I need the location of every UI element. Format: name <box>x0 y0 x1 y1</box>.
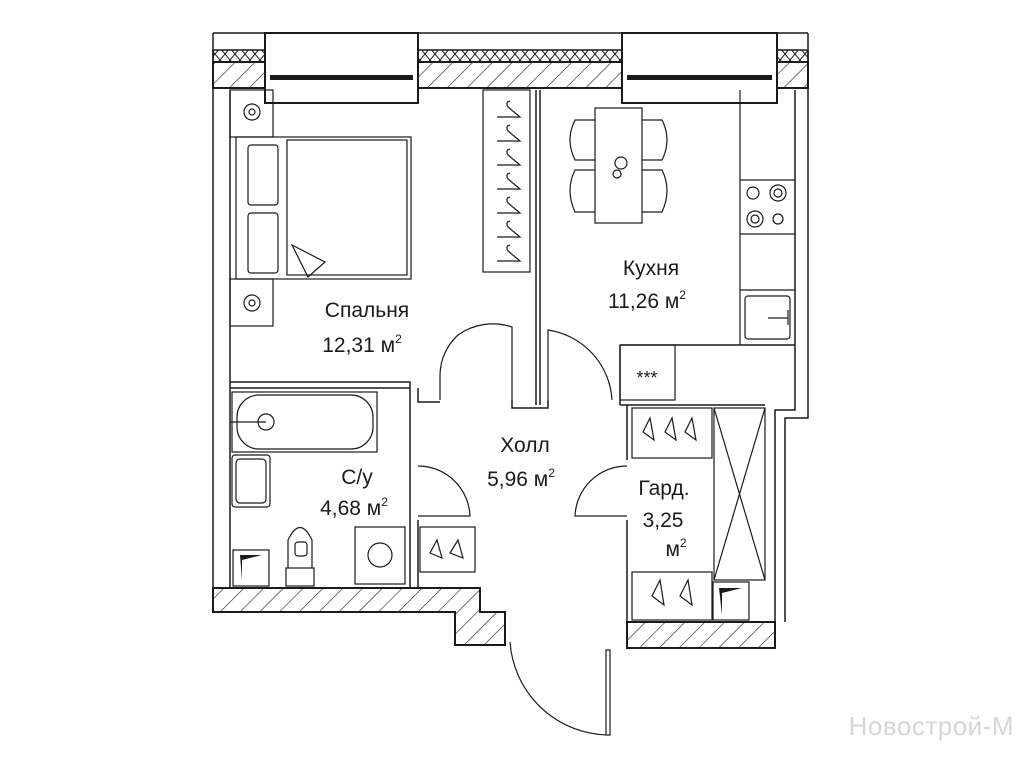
toilet-icon <box>285 526 315 587</box>
svg-text:Гард.: Гард. <box>638 477 689 500</box>
shaft <box>232 549 750 621</box>
nightstand-lamp-icon <box>229 89 274 327</box>
room-label-hall: Холл 5,96 м2 <box>487 434 555 491</box>
bathtub-icon <box>230 391 378 453</box>
door-wardrobe[interactable] <box>574 465 628 517</box>
watermark: Новострой-М <box>848 711 1014 741</box>
door-bathroom[interactable] <box>417 465 471 517</box>
svg-text:С/у: С/у <box>341 466 373 489</box>
dining-table-icon <box>569 107 668 224</box>
svg-text:11,26 м2: 11,26 м2 <box>608 288 686 313</box>
svg-text:4,68 м2: 4,68 м2 <box>320 495 388 520</box>
washbasin-icon <box>231 454 271 508</box>
closet-hangers-icon <box>482 89 531 273</box>
fridge-label: *** <box>636 368 657 388</box>
bed-icon <box>235 136 412 280</box>
hall-hangers-icon <box>419 526 476 573</box>
svg-text:Холл: Холл <box>500 434 550 457</box>
sink-icon <box>744 295 791 340</box>
entrance-door[interactable] <box>509 641 611 736</box>
window-bedroom <box>264 32 419 104</box>
room-label-kitchen: Кухня 11,26 м2 <box>608 257 686 313</box>
washing-machine-icon <box>354 526 406 585</box>
room-label-wardrobe: Гард. 3,25 м2 <box>638 477 689 561</box>
room-label-bedroom: Спальня 12,31 м2 <box>322 299 409 357</box>
door-bedroom[interactable] <box>439 323 513 400</box>
door-kitchen[interactable] <box>547 329 613 401</box>
svg-text:12,31 м2: 12,31 м2 <box>322 332 402 357</box>
room-label-bathroom: С/у 4,68 м2 <box>320 466 388 520</box>
exterior-walls <box>212 90 809 649</box>
stove-icon <box>746 184 787 228</box>
svg-text:5,96 м2: 5,96 м2 <box>487 466 555 491</box>
svg-text:3,25: 3,25 <box>643 509 684 532</box>
wardrobe-storage <box>631 407 766 621</box>
kitchen-counter <box>739 90 795 345</box>
fridge: *** <box>619 344 676 401</box>
window-kitchen <box>621 32 778 104</box>
svg-text:Кухня: Кухня <box>623 257 679 280</box>
svg-text:Спальня: Спальня <box>325 299 409 322</box>
svg-text:м2: м2 <box>665 536 686 561</box>
